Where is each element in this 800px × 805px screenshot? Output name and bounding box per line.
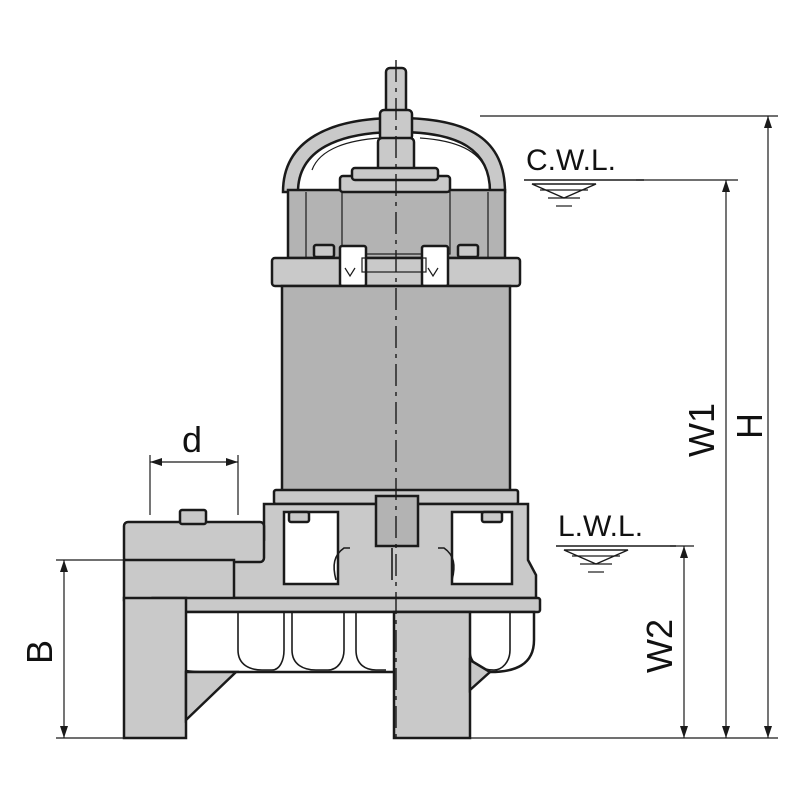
dimension-lines — [56, 115, 778, 739]
bolt-icon — [480, 510, 504, 524]
lwl-label: L.W.L. — [558, 510, 643, 543]
lwl-water-level-icon — [556, 545, 676, 573]
foot-left — [122, 596, 188, 740]
foot-center — [392, 610, 472, 740]
bolt-icon — [287, 510, 311, 524]
h-label: H — [729, 413, 770, 439]
d-label: d — [182, 419, 202, 460]
pump-illustration — [122, 60, 542, 740]
cwl-label: C.W.L. — [526, 144, 616, 177]
bolt-icon — [178, 508, 208, 526]
b-label: B — [19, 640, 60, 664]
bolt-icon — [312, 243, 336, 259]
base-plate — [148, 596, 542, 614]
bolt-icon — [456, 243, 480, 259]
cwl-water-level-icon — [524, 179, 644, 207]
w2-label: W2 — [639, 619, 680, 673]
w1-label: W1 — [681, 403, 722, 457]
discharge-port — [122, 520, 266, 564]
motor-body — [280, 284, 512, 494]
